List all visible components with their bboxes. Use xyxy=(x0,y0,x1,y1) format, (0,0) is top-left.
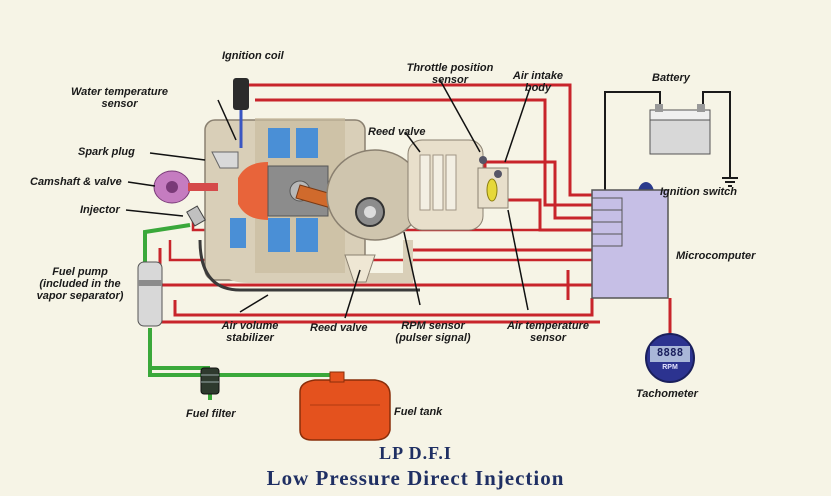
throttle-position-sensor-line2: sensor xyxy=(431,74,469,86)
reed-valve-top-label: Reed valve xyxy=(368,126,426,138)
fuel-filter-label: Fuel filter xyxy=(186,408,236,420)
fuel-pump-line3: vapor separator) xyxy=(36,290,124,302)
ignition-coil-label: Ignition coil xyxy=(222,50,284,62)
title-line1: LP D.F.I xyxy=(379,443,452,463)
fuel-pump-line2: (included in the xyxy=(39,278,121,290)
battery xyxy=(649,104,711,155)
water-temperature-sensor-label: Water temperature sensor xyxy=(52,86,187,110)
engine xyxy=(153,78,509,292)
injector-label: Injector xyxy=(80,204,120,216)
fuel-tank xyxy=(299,371,391,441)
fuel-pump-line1: Fuel pump xyxy=(52,266,108,278)
air-temperature-sensor-label: Air temperature sensor xyxy=(498,320,598,344)
rpm-sensor-line1: RPM sensor xyxy=(401,320,465,332)
microcomputer-box xyxy=(591,189,669,299)
fuel-pump-label: Fuel pump (included in the vapor separat… xyxy=(30,266,130,302)
air-temperature-sensor-line1: Air temperature xyxy=(507,320,589,332)
fuel-filter xyxy=(200,367,220,395)
air-volume-stabilizer-label: Air volume stabilizer xyxy=(210,320,290,344)
throttle-position-sensor-line1: Throttle position xyxy=(406,62,494,74)
rpm-sensor-label: RPM sensor (pulser signal) xyxy=(388,320,478,344)
water-temperature-sensor-line2: sensor xyxy=(101,98,138,110)
air-temperature-sensor-line2: sensor xyxy=(529,332,567,344)
spark-plug-label: Spark plug xyxy=(78,146,135,158)
fuel-tank-label: Fuel tank xyxy=(394,406,443,418)
throttle-position-sensor-label: Throttle position sensor xyxy=(395,62,505,86)
air-intake-body-line2: body xyxy=(524,82,552,94)
leader-lines xyxy=(125,79,531,319)
air-intake-body-line1: Air intake xyxy=(512,70,564,82)
air-volume-stabilizer-line2: stabilizer xyxy=(226,332,274,344)
battery-label: Battery xyxy=(652,72,690,84)
air-intake-body-label: Air intake body xyxy=(508,70,568,94)
microcomputer-label: Microcomputer xyxy=(676,250,756,262)
fuel-pump xyxy=(137,261,163,327)
tachometer-label: Tachometer xyxy=(636,388,698,400)
tachometer-display: 8888 xyxy=(656,346,684,359)
ignition-switch-label: Ignition switch xyxy=(660,186,737,198)
camshaft-valve-label: Camshaft & valve xyxy=(30,176,122,188)
reed-valve-bottom-label: Reed valve xyxy=(310,322,368,334)
air-volume-stabilizer-line1: Air volume xyxy=(221,320,279,332)
rpm-sensor-line2: (pulser signal) xyxy=(395,332,471,344)
tachometer xyxy=(645,333,695,383)
water-temperature-sensor-line1: Water temperature xyxy=(71,86,168,98)
signal-wires xyxy=(148,83,672,338)
tachometer-unit: RPM xyxy=(662,364,678,371)
title-line2: Low Pressure Direct Injection xyxy=(266,466,565,490)
